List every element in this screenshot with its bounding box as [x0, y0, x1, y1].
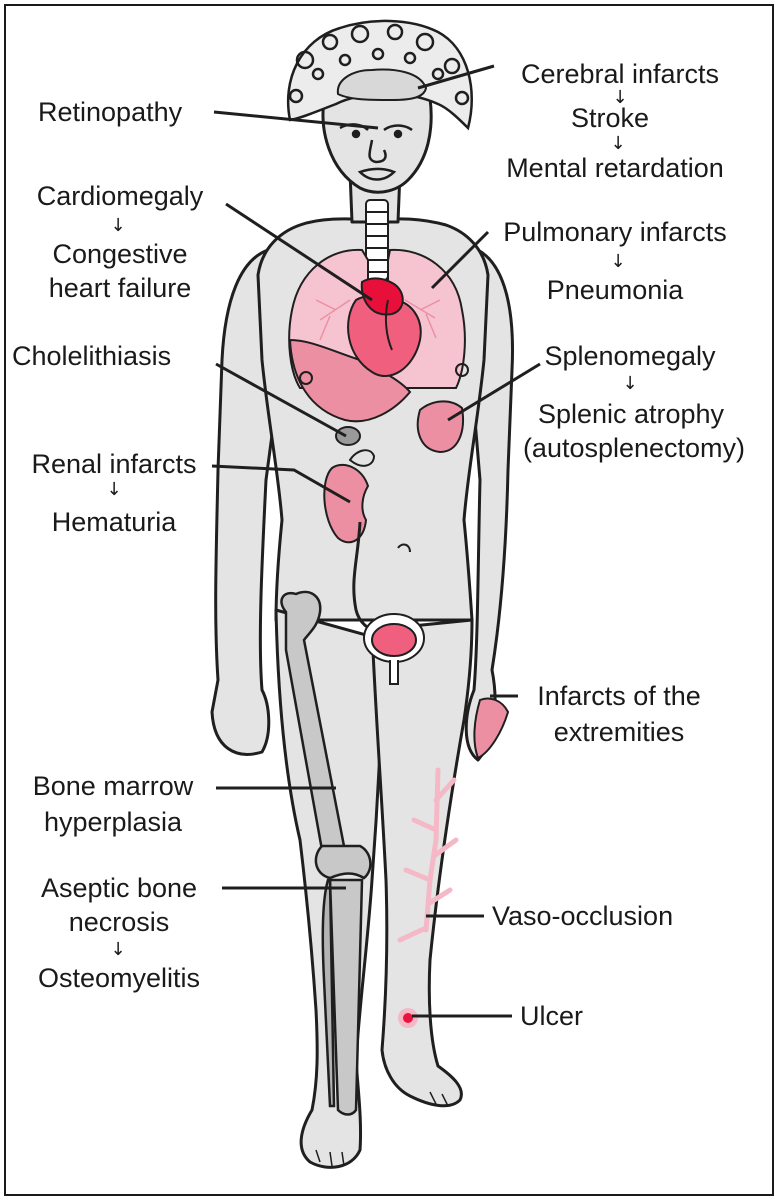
label-autosplenectomy: (autosplenectomy): [505, 432, 763, 465]
label-hyperplasia: hyperplasia: [10, 806, 216, 839]
label-splenomegaly: Splenomegaly: [510, 340, 750, 373]
label-bone-marrow: Bone marrow: [10, 770, 216, 803]
brain: [338, 70, 426, 100]
label-vaso-occlusion: Vaso-occlusion: [492, 900, 673, 933]
label-cholelithiasis: Cholelithiasis: [12, 340, 171, 373]
gallbladder: [336, 427, 360, 445]
label-heart-failure: heart failure: [10, 272, 230, 305]
arrow-splenomegaly: ↓: [620, 374, 640, 394]
label-pulmonary-infarcts: Pulmonary infarcts: [480, 216, 750, 249]
ulcer-mark: [398, 1008, 418, 1028]
label-mental-retardation: Mental retardation: [480, 152, 750, 185]
arrow-stroke: ↓: [608, 134, 628, 154]
trachea: [366, 200, 388, 280]
label-extremities: extremities: [512, 716, 726, 749]
label-retinopathy: Retinopathy: [38, 96, 182, 129]
arrow-cardiomegaly: ↓: [108, 216, 128, 236]
label-congestive: Congestive: [10, 238, 230, 271]
label-aseptic-bone: Aseptic bone: [10, 872, 228, 905]
label-splenic-atrophy: Splenic atrophy: [505, 398, 757, 431]
label-necrosis: necrosis: [10, 906, 228, 939]
arrow-renal: ↓: [104, 480, 124, 500]
spleen: [418, 401, 463, 452]
tibia-fibula: [323, 880, 362, 1115]
label-renal-infarcts: Renal infarcts: [12, 448, 216, 481]
label-ulcer: Ulcer: [520, 1000, 583, 1033]
label-infarcts-of-the: Infarcts of the: [512, 680, 726, 713]
label-pneumonia: Pneumonia: [480, 274, 750, 307]
arrow-pulmonary: ↓: [608, 252, 628, 272]
arrow-necrosis: ↓: [108, 940, 128, 960]
body-silhouette: [212, 62, 513, 1167]
hand-infarct: [474, 699, 508, 759]
label-cardiomegaly: Cardiomegaly: [10, 180, 230, 213]
label-osteomyelitis: Osteomyelitis: [10, 962, 228, 995]
label-stroke: Stroke: [490, 102, 730, 135]
label-hematuria: Hematuria: [12, 506, 216, 539]
